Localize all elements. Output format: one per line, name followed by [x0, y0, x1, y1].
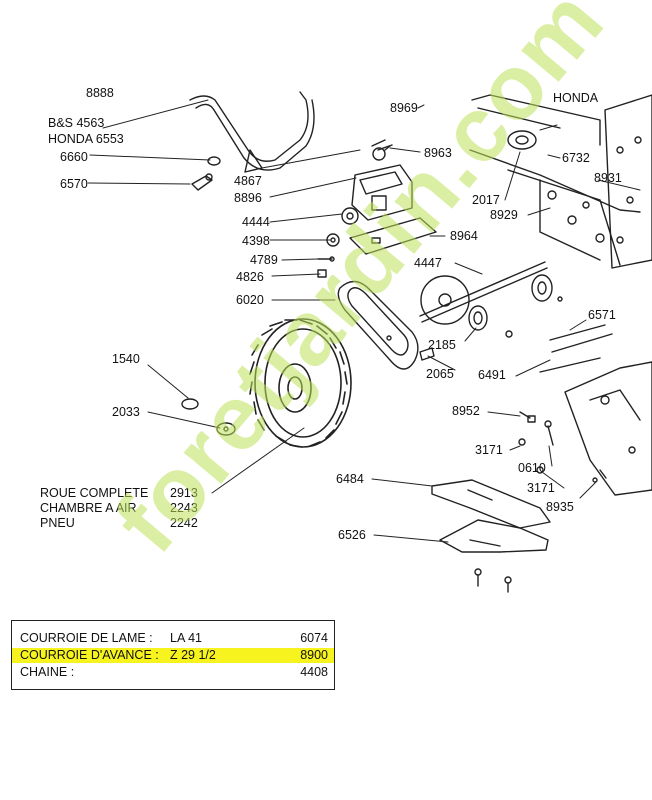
- clip-0610: [544, 420, 554, 446]
- wheel-part-name: ROUE COMPLETE: [40, 486, 149, 500]
- label-6526: 6526: [338, 528, 366, 542]
- leader-lines: [87, 99, 641, 543]
- label-2065: 2065: [426, 367, 454, 381]
- blade-6484: [431, 479, 551, 529]
- pin-2033: [216, 422, 236, 436]
- fastener-6660: [207, 156, 221, 166]
- legend-row-drive-belt: COURROIE D'AVANCE : Z 29 1/2 8900: [12, 648, 334, 663]
- wheel-part-name: CHAMBRE A AIR: [40, 501, 137, 515]
- legend-name: CHAINE :: [20, 665, 75, 679]
- label-6570: 6570: [60, 177, 88, 191]
- label-6660: 6660: [60, 150, 88, 164]
- wheel-assembly: [249, 318, 352, 448]
- legend-number: 4408: [300, 665, 328, 679]
- bolt-8952: [519, 411, 536, 423]
- label-bs-4563: B&S 4563: [48, 116, 105, 130]
- label-6484: 6484: [336, 472, 364, 486]
- shaft-4447: [419, 261, 563, 325]
- label-6571: 6571: [588, 308, 616, 322]
- belt-chain-legend: COURROIE DE LAME : LA 41 6074 COURROIE D…: [11, 620, 335, 690]
- pin-6570: [191, 173, 213, 191]
- legend-number: 6074: [300, 631, 328, 645]
- nut-3171b: [536, 466, 544, 474]
- gearbox-8896: [351, 139, 413, 221]
- deck-cover: [564, 361, 652, 496]
- legend-number: 8900: [300, 648, 328, 662]
- legend-spec: LA 41: [170, 631, 202, 645]
- label-3171-a: 3171: [475, 443, 503, 457]
- label-3171-b: 3171: [527, 481, 555, 495]
- legend-spec: Z 29 1/2: [170, 648, 216, 662]
- pulley-2017: [507, 130, 537, 150]
- nut-3171a: [518, 438, 526, 446]
- clip-1540: [181, 398, 199, 410]
- legend-name: COURROIE DE LAME :: [20, 631, 153, 645]
- label-honda-right: HONDA: [553, 91, 599, 105]
- nut-4826: [317, 269, 327, 278]
- guard-6571: [539, 324, 613, 373]
- label-6020: 6020: [236, 293, 264, 307]
- label-4447: 4447: [414, 256, 442, 270]
- label-2185: 2185: [428, 338, 456, 352]
- label-8935: 8935: [546, 500, 574, 514]
- label-2017: 2017: [472, 193, 500, 207]
- legend-row-blade-belt: COURROIE DE LAME : LA 41 6074: [12, 631, 334, 646]
- label-4789: 4789: [250, 253, 278, 267]
- label-6491: 6491: [478, 368, 506, 382]
- pin-8935: [592, 469, 607, 483]
- chain-6020: [337, 280, 419, 370]
- label-8896: 8896: [234, 191, 262, 205]
- label-4398: 4398: [242, 234, 270, 248]
- plate-8964: [349, 217, 437, 255]
- handle-frame: [189, 91, 315, 173]
- blade-holder-6526: [439, 519, 549, 593]
- legend-name: COURROIE D'AVANCE :: [20, 648, 159, 662]
- label-6732: 6732: [562, 151, 590, 165]
- bolt-4789: [317, 256, 335, 262]
- label-4444: 4444: [242, 215, 270, 229]
- label-8964: 8964: [450, 229, 478, 243]
- label-8929: 8929: [490, 208, 518, 222]
- frame-8929: [469, 94, 641, 266]
- label-0610: 0610: [518, 461, 546, 475]
- label-honda-6553: HONDA 6553: [48, 132, 124, 146]
- bearing-2185: [468, 305, 513, 338]
- label-8931: 8931: [594, 171, 622, 185]
- label-8963: 8963: [424, 146, 452, 160]
- label-8952: 8952: [452, 404, 480, 418]
- key-2065: [419, 347, 435, 361]
- wheel-part-name: PNEU: [40, 516, 75, 530]
- label-2033: 2033: [112, 405, 140, 419]
- label-1540: 1540: [112, 352, 140, 366]
- wheel-part-number: 2243: [170, 501, 198, 515]
- label-8969: 8969: [390, 101, 418, 115]
- label-4826: 4826: [236, 270, 264, 284]
- sprocket-4444: [341, 207, 359, 225]
- wheel-part-number: 2242: [170, 516, 198, 530]
- label-8888: 8888: [86, 86, 114, 100]
- plate-8931: [604, 94, 652, 269]
- label-4867: 4867: [234, 174, 262, 188]
- wheel-part-number: 2913: [170, 486, 198, 500]
- legend-row-chain: CHAINE : 4408: [12, 665, 334, 680]
